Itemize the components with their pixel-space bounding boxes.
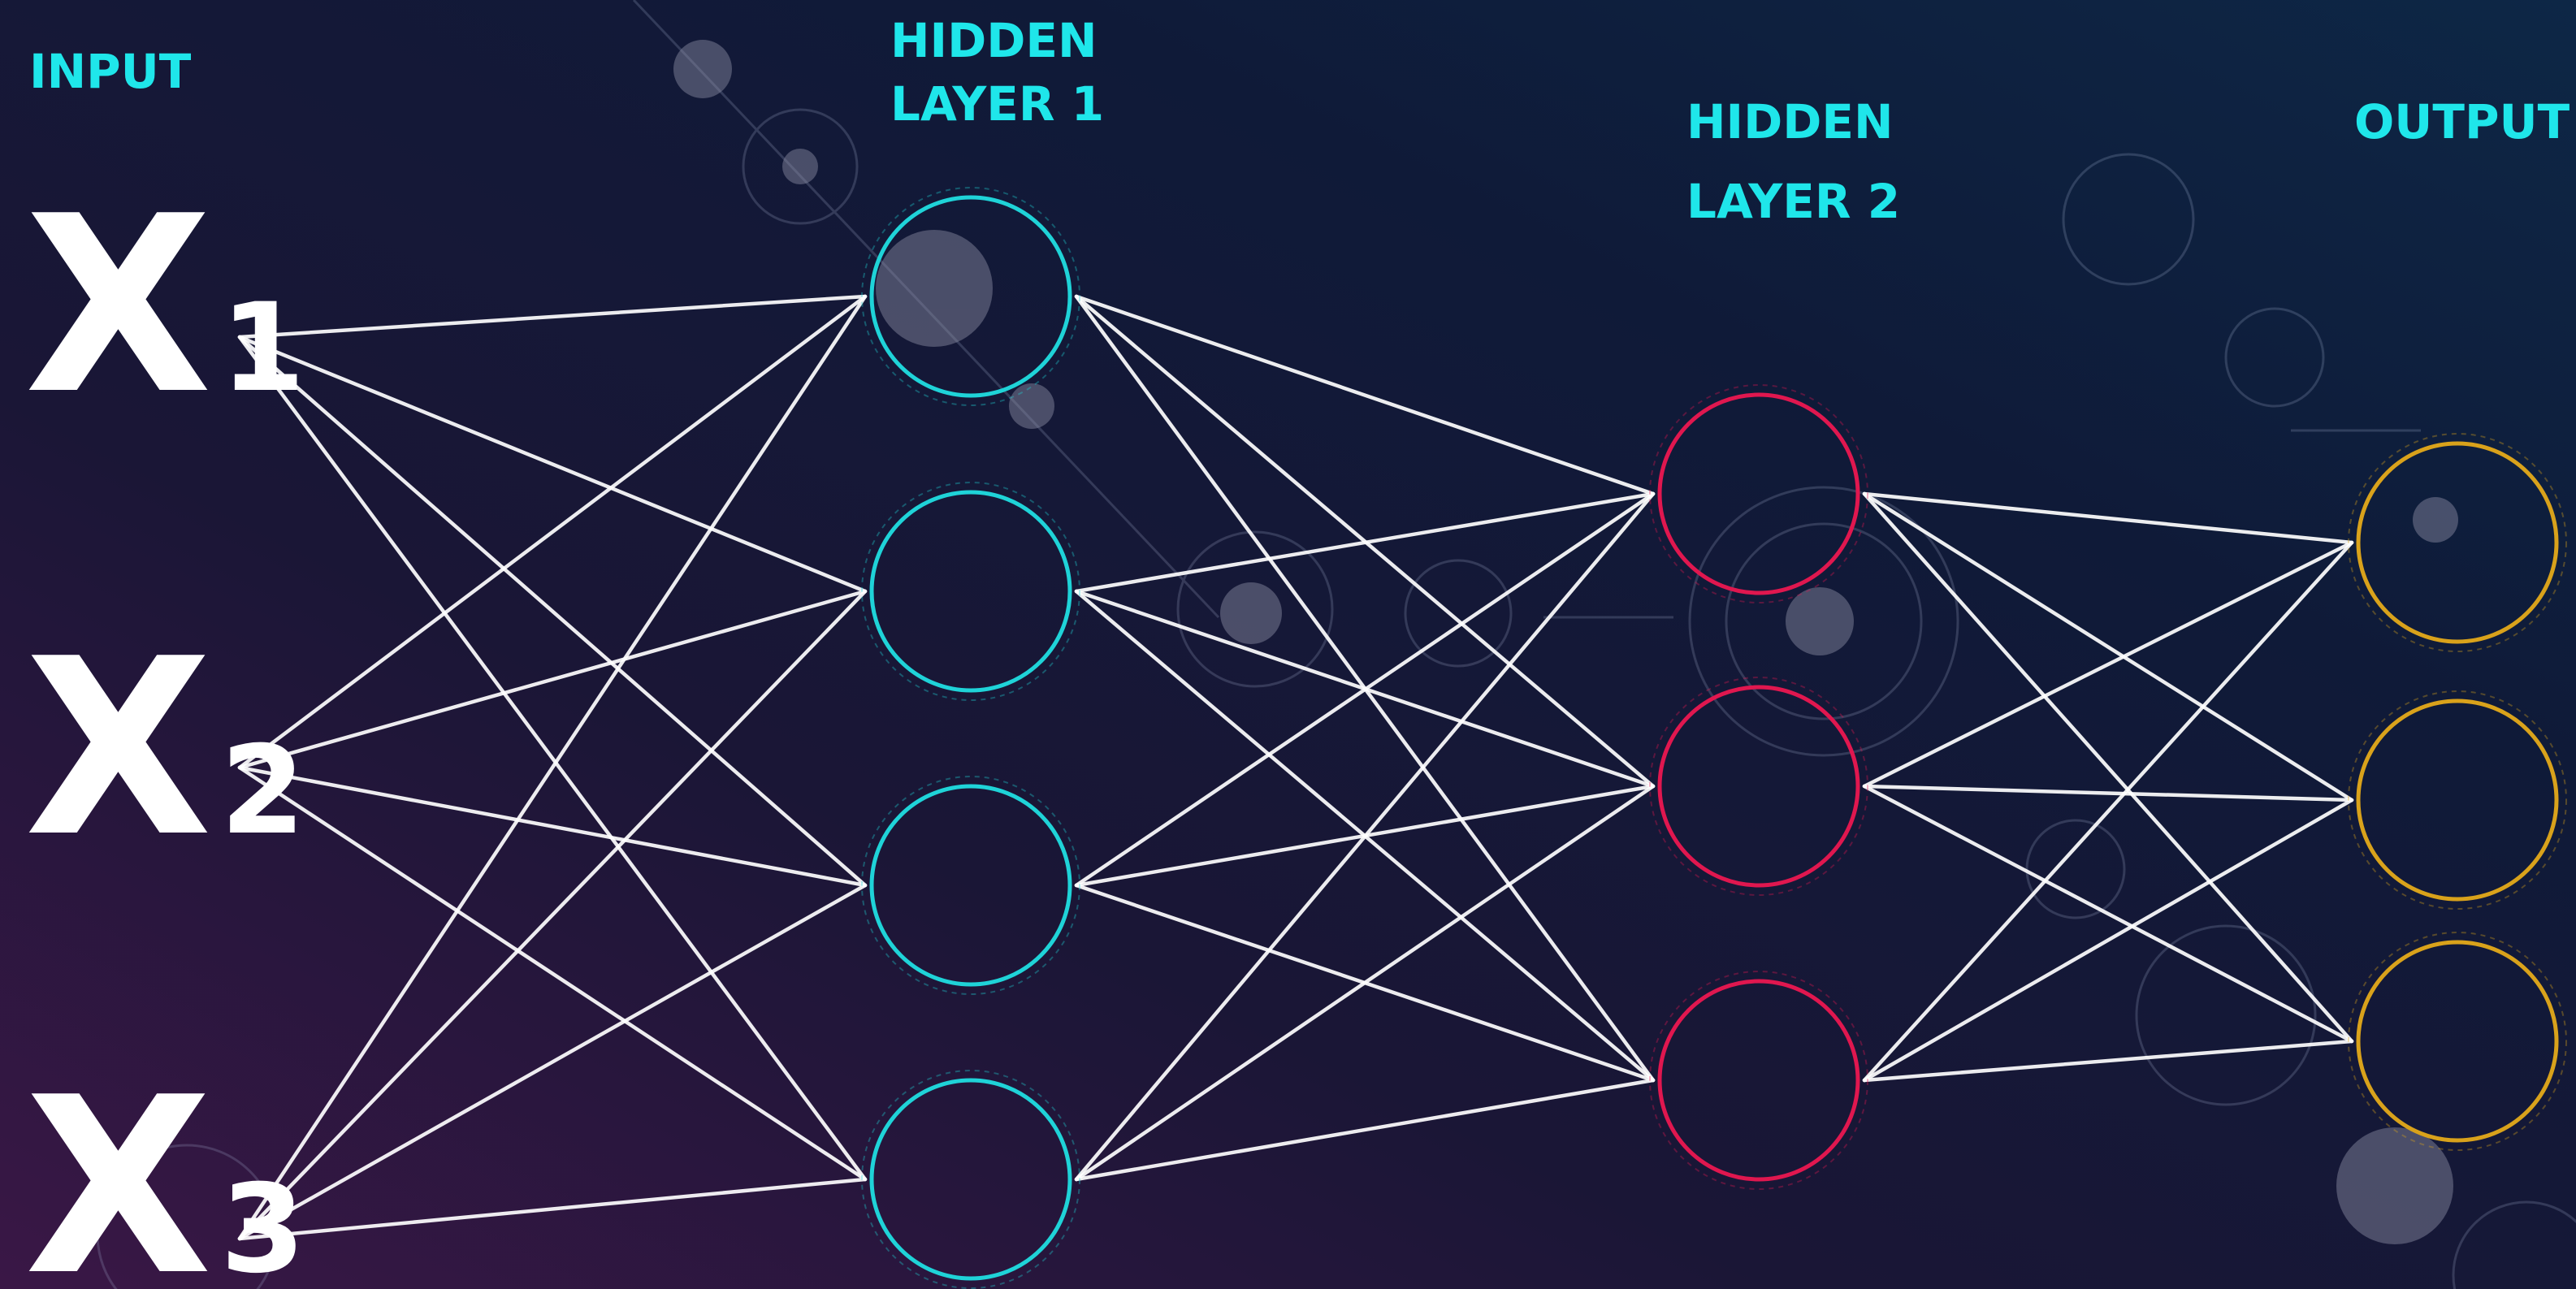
hidden-layer-2-label-line2: LAYER 2 bbox=[1686, 174, 1900, 229]
hidden-layer-1-label-line2: LAYER 1 bbox=[890, 76, 1104, 132]
input-layer-label: INPUT bbox=[29, 44, 192, 99]
hidden-layer-2-label-line1: HIDDEN bbox=[1686, 94, 1894, 149]
hidden-layer-1-label-line1: HIDDEN bbox=[890, 13, 1098, 68]
output-layer-label: OUTPUT bbox=[2354, 94, 2570, 149]
